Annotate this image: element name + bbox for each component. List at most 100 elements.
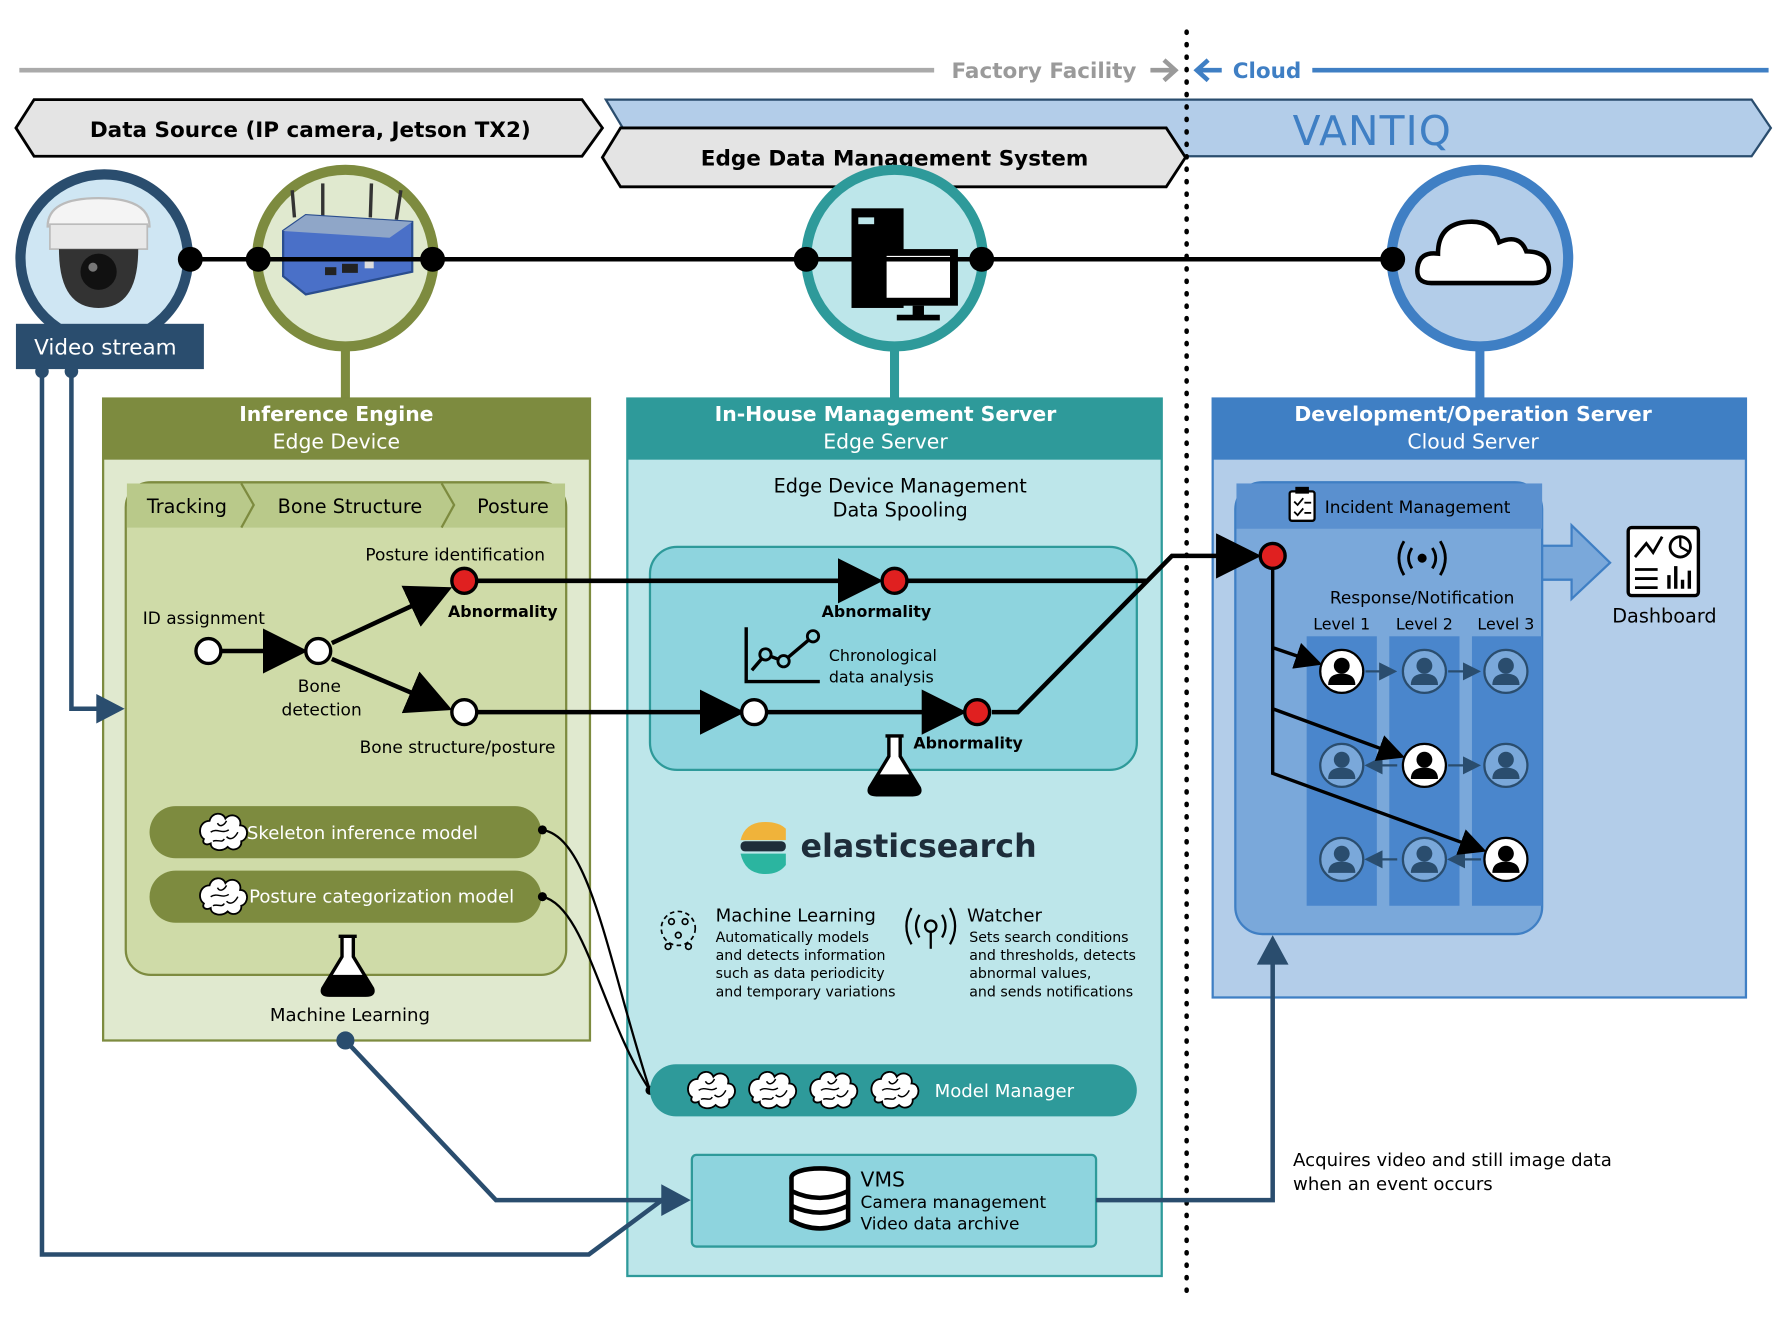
cloud-label: Cloud <box>1233 59 1302 84</box>
step-divider-1 <box>240 482 256 529</box>
inhouse-server-title: In-House Management Server <box>715 402 1057 426</box>
watcher-desc-line: and thresholds, detects <box>969 948 1136 964</box>
step-divider-2 <box>440 482 456 529</box>
abnormality-node <box>880 566 909 595</box>
elasticsearch-label: elasticsearch <box>801 829 1037 865</box>
connector-dot <box>64 364 79 379</box>
model-connector-line <box>542 828 652 1091</box>
step-posture: Posture <box>477 495 549 518</box>
posture-model-pill <box>149 870 542 923</box>
event-note-line-2: when an event occurs <box>1293 1174 1493 1195</box>
routing-line <box>1270 708 1487 855</box>
skeleton-model-pill <box>149 806 542 859</box>
abnormality-label: Abnormality <box>913 733 1023 752</box>
ml-desc-line: Automatically models <box>716 930 869 946</box>
data-source-title: Data Source (IP camera, Jetson TX2) <box>90 118 531 143</box>
broadcast-icon <box>1397 540 1447 576</box>
responder-icon <box>1483 742 1529 789</box>
devops-server-title: Development/Operation Server <box>1294 402 1651 426</box>
responder-icon <box>1319 742 1365 789</box>
ml-desc-line: such as data periodicity <box>716 966 885 982</box>
cloud-icon <box>1415 219 1552 286</box>
flow-arrow <box>330 585 453 646</box>
inference-engine-title: Inference Engine <box>239 402 433 426</box>
ml-title: Machine Learning <box>716 906 876 927</box>
chronological-label-1: Chronological <box>829 646 937 665</box>
responder-icon <box>1401 742 1448 789</box>
model-manager-label: Model Manager <box>935 1081 1075 1102</box>
edge-system-banner <box>600 126 1188 189</box>
backbone-dot <box>245 246 271 272</box>
ip-camera-icon <box>46 197 151 308</box>
watcher-antenna-icon <box>905 907 957 949</box>
responder-icon <box>1483 648 1529 695</box>
abnormality-label: Abnormality <box>448 602 558 621</box>
backbone-dot <box>969 246 995 272</box>
backbone-dot <box>420 246 446 272</box>
inhouse-server-header <box>627 398 1162 460</box>
arrow-head-icon <box>661 1184 691 1216</box>
vms-to-cloud-line <box>1096 962 1275 1203</box>
incident-header <box>1236 483 1543 529</box>
watcher-desc-line: Sets search conditions <box>969 930 1128 946</box>
responder-icon <box>1483 836 1529 882</box>
jetson-device-icon <box>282 183 414 296</box>
responder-icon <box>1401 648 1448 695</box>
inhouse-server-panel <box>626 397 1163 1278</box>
arrow-head-icon <box>96 694 125 724</box>
video-stream-to-vms-line <box>39 369 670 1257</box>
event-note-line-1: Acquires video and still image data <box>1293 1150 1612 1171</box>
inference-to-vms-line <box>343 1038 665 1203</box>
backbone-dot <box>1380 246 1406 272</box>
abnormality-node <box>450 566 479 595</box>
vms-camera-management: Camera management <box>861 1193 1047 1213</box>
video-stream-badge <box>15 323 204 370</box>
abnormality-label: Abnormality <box>822 602 932 621</box>
id-assignment-label: ID assignment <box>143 609 266 629</box>
video-stream-label: Video stream <box>34 335 176 360</box>
vms-video-archive: Video data archive <box>861 1215 1020 1235</box>
bone-detection-label-1: Bone <box>298 677 341 697</box>
incident-management-label: Incident Management <box>1325 498 1511 518</box>
database-icon <box>789 1166 851 1231</box>
level-label: Level 1 <box>1313 615 1370 634</box>
dashboard-icon <box>1626 525 1701 598</box>
bone-structure-posture-label: Bone structure/posture <box>360 738 556 758</box>
flow-node <box>450 698 479 727</box>
machine-learning-label: Machine Learning <box>270 1005 430 1026</box>
elasticsearch-logo-icon <box>740 821 786 875</box>
flow-arrow <box>330 656 453 714</box>
inference-engine-subtitle: Edge Device <box>273 429 400 453</box>
bone-detection-label-2: detection <box>282 701 362 721</box>
chronological-label-2: data analysis <box>829 668 934 687</box>
step-tracking: Tracking <box>146 495 227 518</box>
abnormality-node <box>963 698 992 727</box>
skeleton-model-label: Skeleton inference model <box>247 823 478 844</box>
machine-learning-icon <box>660 910 697 951</box>
arrow-head-icon <box>1256 935 1289 965</box>
step-bone-structure: Bone Structure <box>278 495 423 518</box>
chart-icon <box>744 627 821 684</box>
data-source-banner <box>14 98 605 158</box>
cloud-event-flow-line <box>991 533 1262 715</box>
flow-node <box>304 636 333 666</box>
watcher-title: Watcher <box>967 906 1043 927</box>
inhouse-server-subtitle: Edge Server <box>823 429 948 453</box>
devops-server-subtitle: Cloud Server <box>1407 429 1539 453</box>
devops-server-header <box>1212 398 1746 460</box>
response-notification-label: Response/Notification <box>1330 588 1515 608</box>
level-label: Level 3 <box>1477 615 1534 634</box>
incident-event-node <box>1258 541 1287 571</box>
data-spooling: Data Spooling <box>833 498 968 521</box>
backbone-dot <box>177 246 203 272</box>
posture-identification-label: Posture identification <box>365 545 545 565</box>
flow-node <box>739 698 769 727</box>
watcher-desc-line: and sends notifications <box>969 984 1133 1000</box>
watcher-desc-line: abnormal values, <box>969 966 1091 982</box>
edge-device-management: Edge Device Management <box>774 475 1028 498</box>
vantiq-logo: VANTIQ <box>1293 107 1452 155</box>
inference-engine-header <box>103 398 590 460</box>
responder-icon <box>1319 648 1365 695</box>
responder-icon <box>1401 836 1448 882</box>
